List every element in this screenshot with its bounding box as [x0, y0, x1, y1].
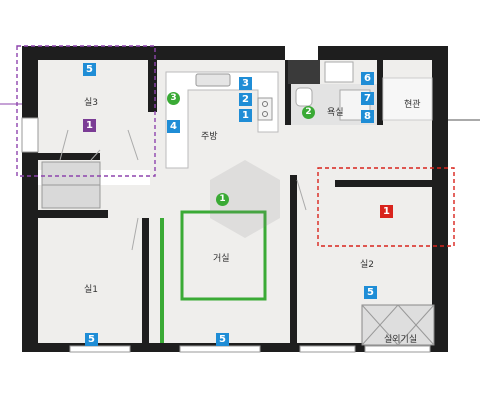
- window-room2: [299, 345, 356, 353]
- kitchen-label: 주방: [201, 132, 218, 142]
- badge-bath-8: 8: [361, 110, 374, 123]
- wall-right-upper: [432, 46, 448, 120]
- badge-bath-7: 7: [361, 92, 374, 105]
- wall-room3-right: [148, 60, 157, 112]
- badge-room1-5: 5: [85, 333, 98, 346]
- room3-label: 실3: [84, 98, 99, 108]
- windows: [21, 117, 431, 353]
- wall-room1-right: [142, 218, 149, 343]
- room2-label: 실2: [360, 260, 375, 270]
- living-label: 거실: [213, 254, 230, 264]
- floor-room3: [38, 60, 150, 170]
- badge-room2-5: 5: [364, 286, 377, 299]
- outdoor-unit-room: [361, 304, 435, 346]
- bathroom-label: 욕실: [327, 108, 344, 118]
- highlight-room2: [317, 167, 455, 247]
- marker-kitchen: 3: [167, 92, 180, 105]
- wall-left-lower: [22, 150, 38, 350]
- wall-top-right: [318, 46, 448, 60]
- badge-kitchen-3: 3: [239, 77, 252, 90]
- badge-room3-mark: 1: [83, 119, 96, 132]
- wall-top-left: [22, 46, 285, 60]
- washbasin: [324, 61, 354, 83]
- watermark: [210, 160, 280, 238]
- outdoor-unit-label: 실외기실: [384, 335, 418, 345]
- wall-room3-bottom: [38, 153, 100, 160]
- wall-bath-left: [285, 60, 291, 125]
- badge-kitchen-1: 1: [239, 109, 252, 122]
- marker-bath: 2: [302, 106, 315, 119]
- window-living: [179, 345, 261, 353]
- fridge: [288, 60, 320, 84]
- highlight-room3: [16, 45, 156, 177]
- wall-bath-right: [377, 60, 383, 125]
- doors: [59, 129, 307, 251]
- window-outdoor: [364, 345, 431, 353]
- toilet: [295, 87, 313, 107]
- cooktop: [257, 97, 273, 121]
- badge-room2-mark: 1: [380, 205, 393, 218]
- window-room1: [69, 345, 131, 353]
- wall-room2-left: [290, 175, 297, 345]
- badge-kitchen-2: 2: [239, 93, 252, 106]
- badge-room3-top: 5: [83, 63, 96, 76]
- wall-left-upper: [22, 46, 38, 120]
- badge-bath-6: 6: [361, 72, 374, 85]
- marker-living: 1: [216, 193, 229, 206]
- kitchen-counter: [165, 71, 279, 169]
- window-left: [21, 117, 39, 153]
- badge-living-5: 5: [216, 333, 229, 346]
- living-outline: [180, 210, 267, 301]
- kitchen-sink: [195, 73, 231, 87]
- entrance-floor: [382, 77, 433, 121]
- room1-label: 실1: [84, 285, 99, 295]
- wall-pantry-bottom: [38, 210, 108, 218]
- wall-room2-top: [335, 180, 435, 187]
- entrance-label: 현관: [404, 100, 421, 110]
- badge-kitchen-4: 4: [167, 120, 180, 133]
- wall-right-lower: [432, 120, 448, 350]
